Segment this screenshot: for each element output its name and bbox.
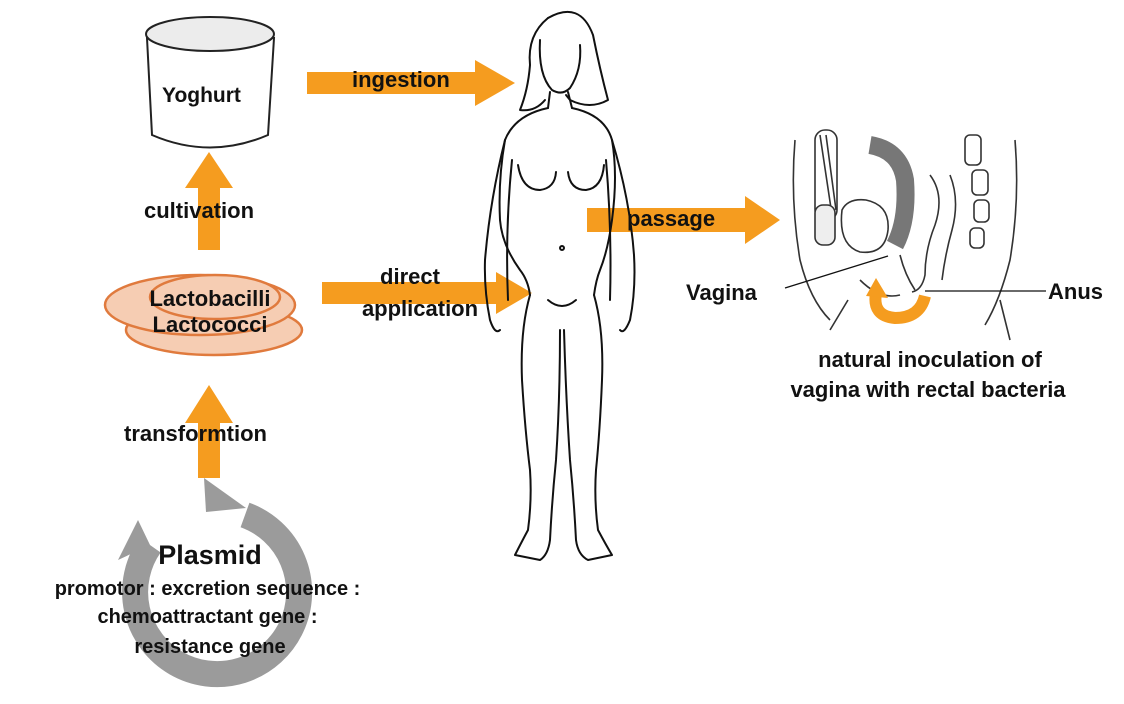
vagina-label: Vagina [686, 281, 757, 305]
ingestion-label: ingestion [352, 68, 450, 92]
yoghurt-cup-icon [146, 17, 274, 148]
direct-application-label-line1: direct [345, 265, 475, 289]
direct-application-label-line2: application [350, 297, 490, 321]
inoculation-label-line1: natural inoculation of [770, 348, 1090, 372]
pelvis-anatomy-icon [793, 130, 1016, 340]
bacteria-label-line1: Lactobacilli [140, 287, 280, 311]
plasmid-title: Plasmid [120, 540, 300, 570]
yoghurt-label: Yoghurt [162, 84, 241, 108]
bacteria-label-line2: Lactococci [140, 313, 280, 337]
anus-label: Anus [1048, 280, 1103, 304]
plasmid-text-line3: resistance gene [90, 635, 330, 659]
human-figure-icon [485, 12, 635, 560]
inoculation-label-line2: vagina with rectal bacteria [758, 378, 1098, 402]
cultivation-label: cultivation [144, 199, 254, 223]
passage-label: passage [627, 207, 715, 231]
transformation-label: transformtion [124, 422, 267, 446]
plasmid-text-line1: promotor : excretion sequence : [5, 577, 410, 601]
plasmid-text-line2: chemoattractant gene : [40, 605, 375, 629]
